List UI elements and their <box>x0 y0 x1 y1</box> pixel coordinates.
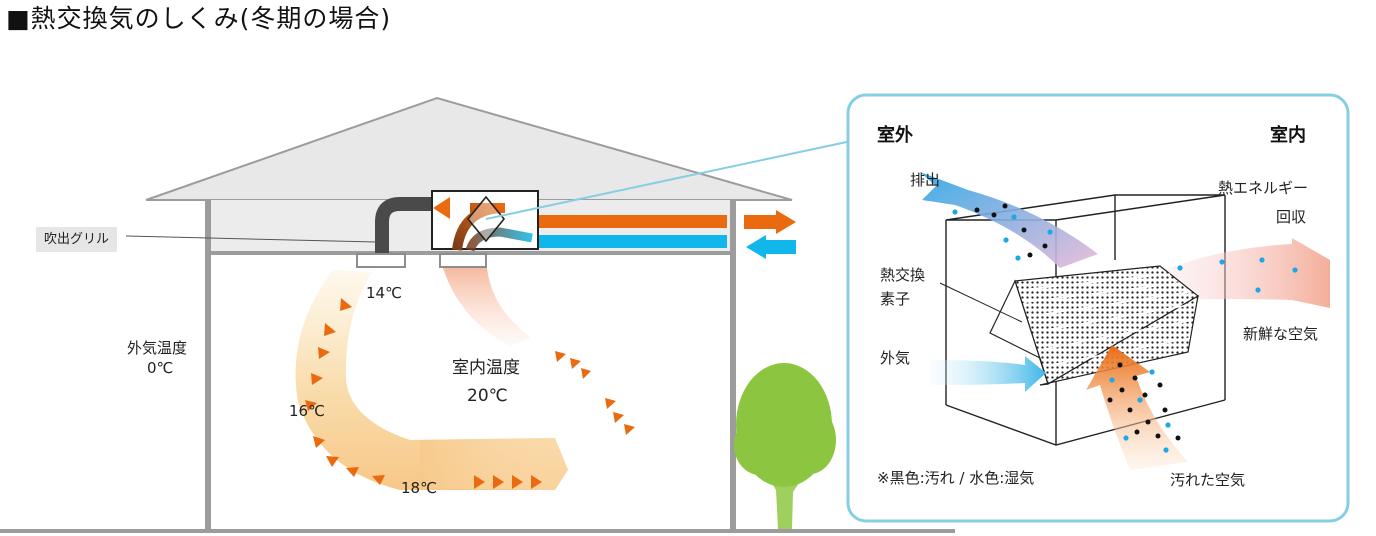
element-label-1: 熱交換 <box>880 266 926 284</box>
outdoor-temp-label: 外気温度 <box>127 339 188 357</box>
return-airflow-band <box>443 268 532 346</box>
supply-grille <box>356 253 406 268</box>
outdoor-air-stream <box>930 356 1046 392</box>
supply-duct <box>375 197 432 262</box>
heat-recovery-label-1: 熱エネルギー <box>1218 179 1309 197</box>
intake-in-arrow <box>746 235 796 259</box>
indoor-temp-label: 室内温度 <box>452 358 520 378</box>
outdoor-air-label: 外気 <box>880 349 911 367</box>
intake-duct <box>539 235 727 248</box>
zoom-line <box>485 139 857 220</box>
airflow-temp-3: 18℃ <box>401 479 437 497</box>
dirt-particles <box>974 203 1181 441</box>
airflow-arrowheads <box>305 298 635 489</box>
fresh-air-label: 新鮮な空気 <box>1243 325 1319 343</box>
heat-recovery-label-2: 回収 <box>1276 208 1307 226</box>
element-label-2: 素子 <box>880 290 911 308</box>
grille-pointer-line <box>125 235 377 243</box>
tree <box>734 363 836 529</box>
outdoor-temp-value: 0℃ <box>147 359 174 377</box>
dirty-air-stream <box>1086 345 1188 470</box>
moisture-particles <box>952 209 1298 453</box>
outside-label: 室外 <box>877 125 913 146</box>
airflow-temp-2: 16℃ <box>289 402 325 420</box>
element-pointer-line <box>939 282 1023 323</box>
supply-airflow-band <box>295 270 568 490</box>
legend-note: ※黒色:汚れ / 水色:湿気 <box>877 469 1035 487</box>
exhaust-out-arrow <box>744 210 796 234</box>
unit-exhaust-arrow <box>452 203 506 251</box>
grille-label: 吹出グリル <box>36 227 118 252</box>
inside-label: 室内 <box>1270 125 1306 146</box>
airflow-temp-1: 14℃ <box>366 284 402 302</box>
unit-exhaust-arrow-head <box>433 197 450 219</box>
exhaust-duct <box>539 215 727 228</box>
return-grille <box>439 253 487 268</box>
fresh-air-stream <box>1165 238 1330 308</box>
exhaust-stream <box>920 172 1098 268</box>
exhaust-label: 排出 <box>910 171 941 189</box>
page-title: ■熱交換気のしくみ(冬期の場合) <box>6 4 392 33</box>
indoor-temp-value: 20℃ <box>467 386 508 406</box>
roof <box>145 96 793 201</box>
dirty-air-label: 汚れた空気 <box>1170 471 1246 489</box>
